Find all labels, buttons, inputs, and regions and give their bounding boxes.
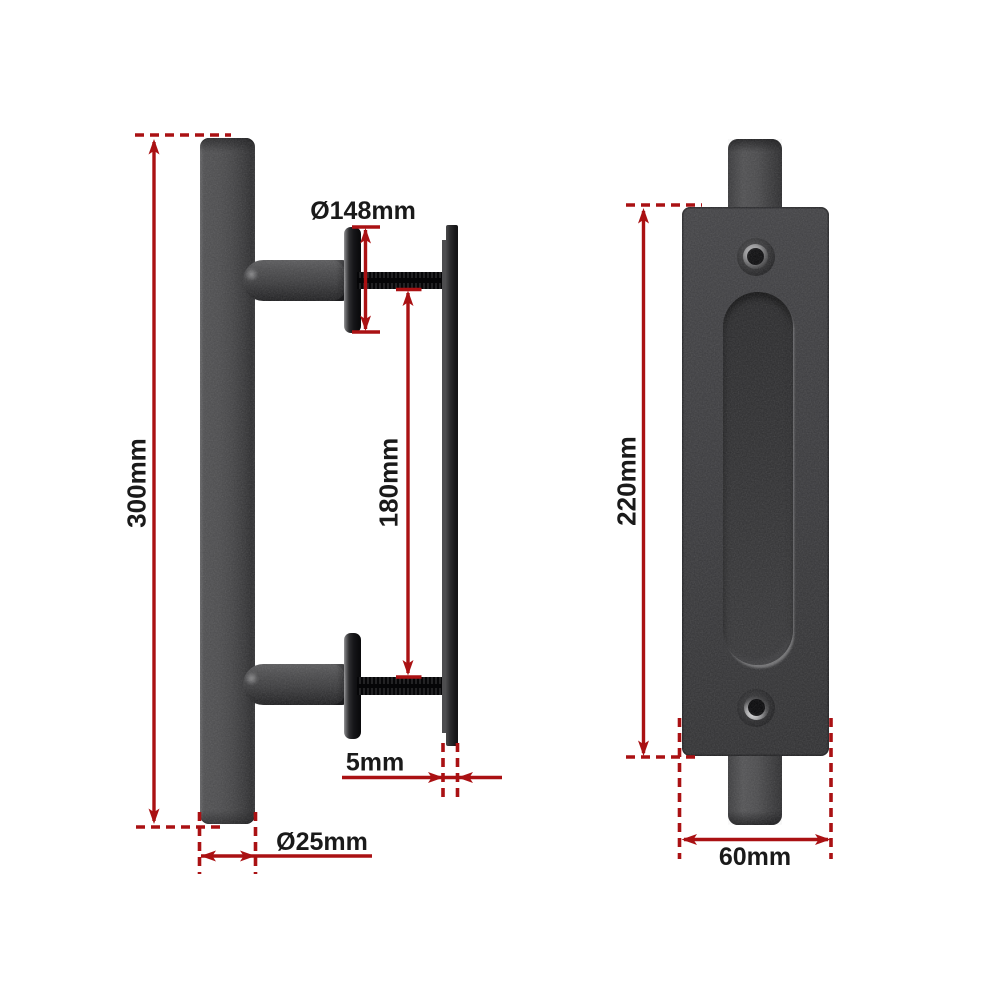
svg-text:300mm: 300mm [122, 438, 152, 528]
svg-text:5mm: 5mm [346, 749, 404, 777]
svg-text:220mm: 220mm [612, 436, 642, 526]
svg-text:180mm: 180mm [374, 438, 404, 528]
svg-text:Ø148mm: Ø148mm [310, 197, 416, 225]
svg-text:60mm: 60mm [719, 843, 791, 871]
svg-text:Ø25mm: Ø25mm [276, 828, 368, 856]
